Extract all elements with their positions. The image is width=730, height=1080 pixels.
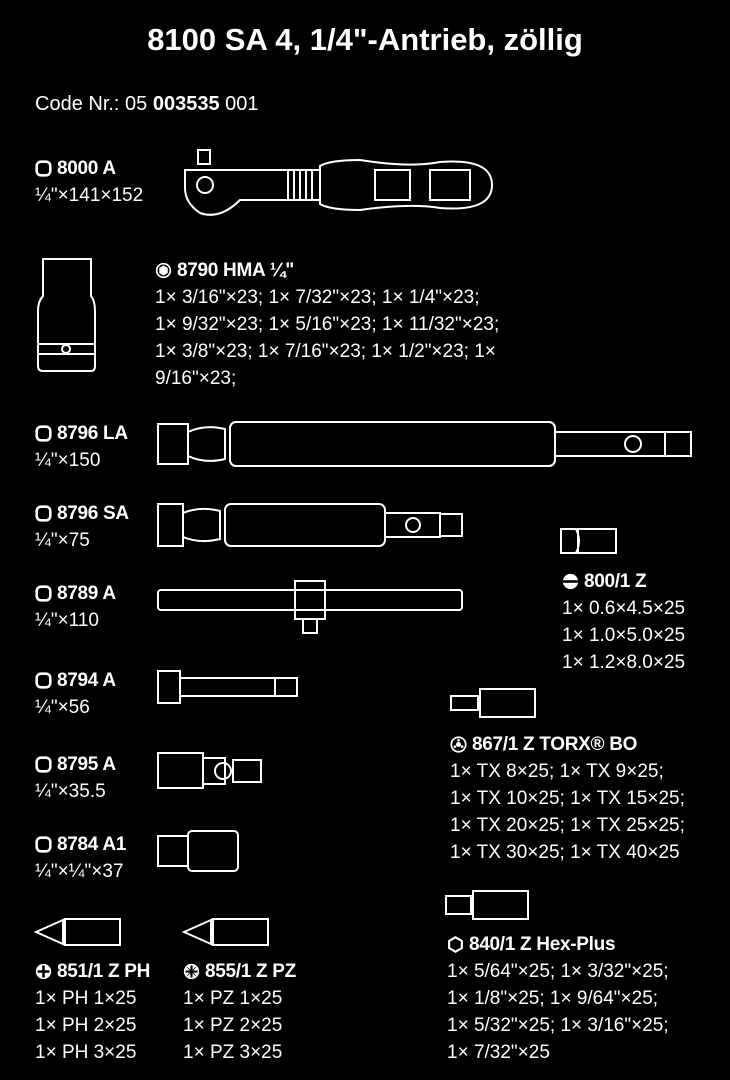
item-8790hma: 8790 HMA ¼" 1× 3/16"×23; 1× 7/32"×23; 1× … [155,257,499,392]
slotted-icon [562,573,579,590]
item-spec: 1× 1/8"×25; 1× 9/64"×25; [447,988,659,1009]
item-855-1z-pz: 855/1 Z PZ 1× PZ 1×25 1× PZ 2×25 1× PZ 3×25 [183,958,296,1066]
bit-adapter-drawing [157,830,239,872]
hex-icon [448,936,463,953]
item-spec: ¼"×¼"×37 [35,861,124,882]
square-drive-icon [35,672,52,689]
item-spec: ¼"×35.5 [35,781,106,802]
extension-short-drawing [157,503,463,547]
item-spec: ¼"×150 [35,450,101,471]
item-spec: 1× 1.0×5.0×25 [562,625,686,646]
item-name: 8796 LA [57,423,128,444]
item-spec: 1× 7/32"×25 [447,1042,550,1063]
item-8796sa: 8796 SA ¼"×75 [35,500,129,554]
square-drive-icon [35,425,52,442]
item-spec: 1× TX 30×25; 1× TX 40×25 [450,842,680,863]
ratchet-drawing [184,149,494,216]
square-drive-icon [35,585,52,602]
item-8000a: 8000 A ¼"×141×152 [35,155,143,209]
code-main: 003535 [152,93,220,115]
item-name: 8789 A [57,583,116,604]
code-suffix: 001 [219,93,259,115]
item-name: 840/1 Z Hex-Plus [469,934,616,955]
item-8794a: 8794 A ¼"×56 [35,667,116,721]
item-spec: ¼"×141×152 [35,185,144,206]
item-spec: 1× PH 1×25 [35,988,137,1009]
slotted-bit-drawing [560,528,617,554]
square-drive-icon [35,505,52,522]
socket-drawing [37,258,96,372]
item-spec: 1× 1.2×8.0×25 [562,652,686,673]
item-8784a1: 8784 A1 ¼"×¼"×37 [35,831,126,885]
square-drive-icon [35,836,52,853]
item-spec: ¼"×110 [35,610,99,631]
item-name: 800/1 Z [584,571,647,592]
item-name: 8790 HMA ¼" [177,260,294,281]
item-8796la: 8796 LA ¼"×150 [35,420,128,474]
item-spec: 1× 5/64"×25; 1× 3/32"×25; [447,961,669,982]
universal-joint-drawing [157,752,262,789]
code-number: Code Nr.: 05 003535 001 [35,93,259,116]
item-spec: 1× 3/16"×23; 1× 7/32"×23; 1× 1/4"×23; [155,287,480,308]
extension-long-drawing [157,421,692,467]
item-spec: 1× TX 8×25; 1× TX 9×25; [450,761,664,782]
item-spec: 9/16"×23; [155,368,237,389]
item-spec: 1× 9/32"×23; 1× 5/16"×23; 1× 11/32"×23; [155,314,500,335]
item-8789a: 8789 A ¼"×110 [35,580,116,634]
item-name: 8796 SA [57,503,129,524]
phillips-icon [35,963,52,980]
item-spec: 1× PH 3×25 [35,1042,137,1063]
item-spec: 1× TX 10×25; 1× TX 15×25; [450,788,685,809]
item-name: 851/1 Z PH [57,961,151,982]
item-spec: 1× TX 20×25; 1× TX 25×25; [450,815,685,836]
t-handle-drawing [157,580,463,634]
hexagon-socket-icon [155,262,172,279]
item-name: 8784 A1 [57,834,127,855]
item-spec: ¼"×56 [35,697,90,718]
item-spec: 1× 3/8"×23; 1× 7/16"×23; 1× 1/2"×23; 1× [155,341,496,362]
pozidriv-bit-drawing [181,918,269,946]
torx-icon [450,736,467,753]
item-name: 855/1 Z PZ [205,961,296,982]
pozidriv-icon [183,963,200,980]
phillips-bit-drawing [33,918,121,946]
item-spec: 1× PZ 3×25 [183,1042,283,1063]
item-800-1z: 800/1 Z 1× 0.6×4.5×25 1× 1.0×5.0×25 1× 1.2×… [562,568,685,676]
torx-bit-drawing [450,688,536,718]
code-prefix: Code Nr.: 05 [35,93,153,115]
item-spec: ¼"×75 [35,530,90,551]
hex-bit-drawing [445,890,529,920]
item-name: 8794 A [57,670,116,691]
item-840-1z-hex: 840/1 Z Hex-Plus 1× 5/64"×25; 1× 3/32"×25… [447,931,669,1066]
item-8795a: 8795 A ¼"×35.5 [35,751,116,805]
page-title: 8100 SA 4, 1/4"-Antrieb, zöllig [147,22,583,57]
item-867-1z-torx: 867/1 Z TORX® BO 1× TX 8×25; 1× TX 9×25; 1… [450,731,685,866]
extension-56-drawing [157,670,298,704]
item-name: 867/1 Z TORX® BO [472,734,638,755]
item-spec: 1× PH 2×25 [35,1015,137,1036]
square-drive-icon [35,160,52,177]
item-spec: 1× 5/32"×25; 1× 3/16"×25; [447,1015,669,1036]
item-name: 8000 A [57,158,116,179]
item-name: 8795 A [57,754,116,775]
item-851-1z-ph: 851/1 Z PH 1× PH 1×25 1× PH 2×25 1× PH 3×25 [35,958,150,1066]
item-spec: 1× 0.6×4.5×25 [562,598,686,619]
square-drive-icon [35,756,52,773]
item-spec: 1× PZ 2×25 [183,1015,283,1036]
item-spec: 1× PZ 1×25 [183,988,283,1009]
